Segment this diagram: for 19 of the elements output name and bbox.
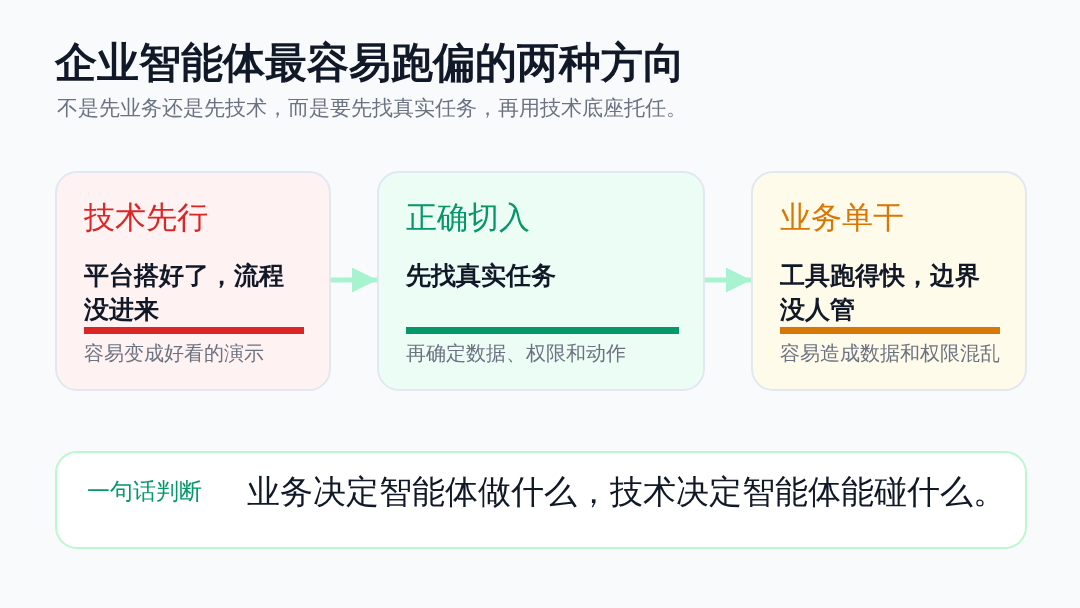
card-text: 平台搭好了，流程没进来 — [84, 260, 285, 326]
subtitle: 不是先业务还是先技术，而是要先找真实任务，再用技术底座托任。 — [57, 95, 687, 122]
title: 企业智能体最容易跑偏的两种方向 — [55, 37, 685, 89]
card-heading: 技术先行 — [84, 198, 208, 237]
step-card — [55, 171, 331, 391]
card-note: 容易变成好看的演示 — [84, 340, 264, 366]
card-note: 再确定数据、权限和动作 — [406, 340, 626, 366]
card-heading: 正确切入 — [406, 198, 530, 237]
step-card — [751, 171, 1027, 391]
arrow — [705, 267, 751, 293]
card-text: 先找真实任务 — [406, 260, 557, 292]
card-note: 容易造成数据和权限混乱 — [780, 340, 1000, 366]
card-text: 工具跑得快，边界没人管 — [780, 260, 981, 326]
summary-label: 一句话判断 — [87, 477, 202, 506]
summary-box — [55, 451, 1027, 549]
step-card — [377, 171, 705, 391]
summary-text: 业务决定智能体做什么，技术决定智能体能碰什么。 — [247, 471, 1006, 513]
arrow — [331, 267, 377, 293]
card-heading: 业务单干 — [780, 198, 904, 237]
